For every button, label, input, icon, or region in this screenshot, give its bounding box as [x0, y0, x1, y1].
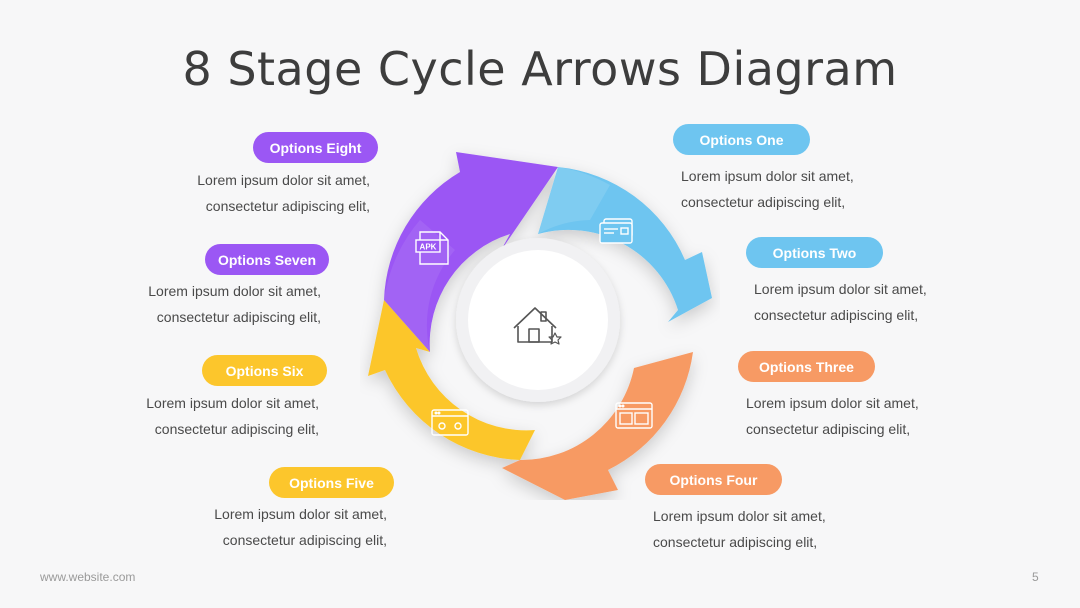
blue-arrow-segment	[538, 167, 712, 322]
option-one-pill: Options One	[673, 124, 810, 155]
option-seven-line2: consectetur adipiscing elit,	[156, 309, 321, 325]
apk-text: APK	[420, 243, 437, 252]
option-eight-line2: consectetur adipiscing elit,	[205, 198, 370, 214]
option-two-pill: Options Two	[746, 237, 883, 268]
option-four-pill: Options Four	[645, 464, 782, 495]
cycle-diagram: APK	[368, 152, 712, 500]
option-eight-line1: Lorem ipsum dolor sit amet,	[197, 172, 370, 188]
option-six-desc: Lorem ipsum dolor sit amet, consectetur …	[128, 390, 319, 442]
option-five-label: Options Five	[289, 474, 374, 491]
option-six-line2: consectetur adipiscing elit,	[154, 421, 319, 437]
option-three-line2: consectetur adipiscing elit,	[746, 421, 911, 437]
page-title: 8 Stage Cycle Arrows Diagram	[182, 42, 898, 96]
option-two-desc: Lorem ipsum dolor sit amet, consectetur …	[754, 276, 927, 328]
option-eight-desc: Lorem ipsum dolor sit amet, consectetur …	[180, 167, 370, 219]
credit-card-icon	[599, 218, 633, 244]
footer-url: www.website.com	[40, 570, 136, 584]
option-seven-line1: Lorem ipsum dolor sit amet,	[148, 283, 321, 299]
option-four-line2: consectetur adipiscing elit,	[653, 534, 818, 550]
option-four-desc: Lorem ipsum dolor sit amet, consectetur …	[653, 503, 826, 555]
yellow-arrow-segment	[368, 300, 535, 460]
option-three-pill: Options Three	[738, 351, 875, 382]
option-three-label: Options Three	[759, 358, 854, 375]
option-eight-pill: Options Eight	[253, 132, 378, 163]
page-number: 5	[1032, 570, 1039, 584]
apk-file-icon: APK	[415, 231, 449, 265]
option-seven-pill: Options Seven	[205, 244, 329, 275]
option-five-desc: Lorem ipsum dolor sit amet, consectetur …	[196, 501, 387, 553]
purple-arrow-segment	[384, 152, 558, 352]
option-five-pill: Options Five	[269, 467, 394, 498]
option-four-line1: Lorem ipsum dolor sit amet,	[653, 508, 826, 524]
option-one-desc: Lorem ipsum dolor sit amet, consectetur …	[681, 163, 854, 215]
browser-cassette-icon	[431, 409, 469, 436]
option-six-line1: Lorem ipsum dolor sit amet,	[146, 395, 319, 411]
option-one-line1: Lorem ipsum dolor sit amet,	[681, 168, 854, 184]
option-eight-label: Options Eight	[269, 139, 362, 156]
option-two-line2: consectetur adipiscing elit,	[754, 307, 919, 323]
house-star-icon	[513, 307, 562, 345]
browser-window-icon	[615, 402, 653, 429]
option-seven-desc: Lorem ipsum dolor sit amet, consectetur …	[130, 278, 321, 330]
option-three-desc: Lorem ipsum dolor sit amet, consectetur …	[746, 390, 919, 442]
option-six-pill: Options Six	[202, 355, 327, 386]
option-five-line2: consectetur adipiscing elit,	[222, 532, 387, 548]
option-four-label: Options Four	[669, 471, 758, 488]
option-one-label: Options One	[699, 131, 784, 148]
option-six-label: Options Six	[225, 362, 304, 379]
option-seven-label: Options Seven	[217, 251, 317, 268]
option-two-label: Options Two	[772, 244, 857, 261]
option-three-line1: Lorem ipsum dolor sit amet,	[746, 395, 919, 411]
orange-arrow-segment	[502, 352, 693, 500]
option-one-line2: consectetur adipiscing elit,	[681, 194, 846, 210]
option-five-line1: Lorem ipsum dolor sit amet,	[214, 506, 387, 522]
option-two-line1: Lorem ipsum dolor sit amet,	[754, 281, 927, 297]
